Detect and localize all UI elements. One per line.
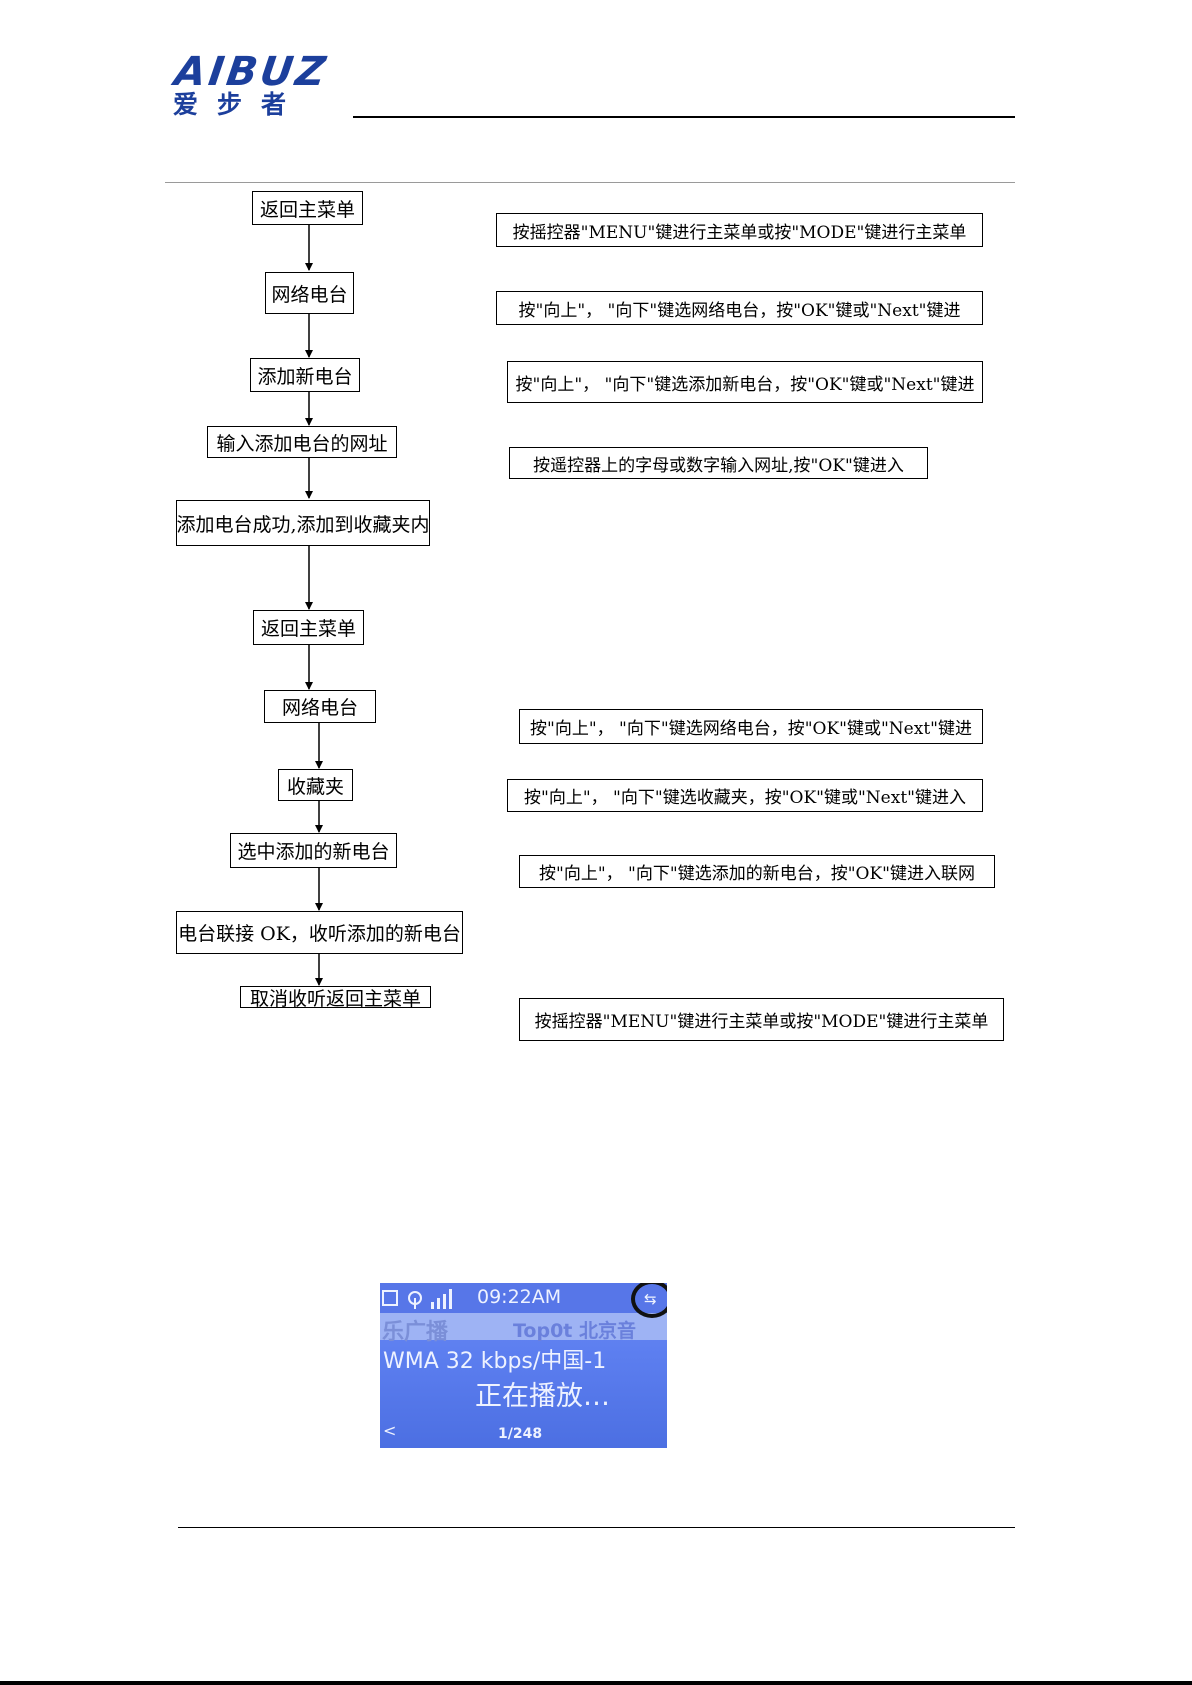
- footer-rule: [178, 1527, 1015, 1528]
- flow-step-add-success: 添加电台成功,添加到收藏夹内: [176, 500, 430, 546]
- back-arrow-icon: <: [383, 1421, 397, 1440]
- lcd-clock: 09:22AM: [477, 1286, 562, 1308]
- highlight-circle: [631, 1283, 667, 1318]
- lcd-status-bar: [380, 1283, 667, 1313]
- lcd-channel-bar: [380, 1313, 667, 1340]
- flow-step-internet-radio: 网络电台: [265, 272, 354, 314]
- instruction-select-internet-radio: 按"向上"， "向下"键选网络电台，按"OK"键或"Next"键进: [519, 709, 983, 744]
- lcd-channel-left: 乐广播: [382, 1320, 449, 1345]
- flow-step-internet-radio: 网络电台: [264, 690, 376, 723]
- network-icon: ⇆: [644, 1290, 657, 1308]
- header-rule: [353, 116, 1015, 118]
- signal-strength-icon: [382, 1289, 452, 1309]
- brand-logo-chinese: 爱步者: [173, 90, 306, 119]
- lcd-play-status: 正在播放…: [475, 1381, 610, 1412]
- flow-arrows: [305, 225, 323, 986]
- instruction-menu-key: 按摇控器"MENU"键进行主菜单或按"MODE"键进行主菜单: [496, 213, 983, 247]
- lcd-channel-right: Top0t 北京音: [513, 1320, 637, 1342]
- flow-step-favorites: 收藏夹: [278, 769, 353, 801]
- lcd-stream-format: WMA 32 kbps/中国-1: [383, 1349, 607, 1374]
- instruction-select-internet-radio: 按"向上"， "向下"键选网络电台，按"OK"键或"Next"键进: [496, 291, 983, 325]
- flow-step-main-menu: 返回主菜单: [253, 610, 364, 645]
- flow-step-enter-url: 输入添加电台的网址: [207, 426, 397, 458]
- flow-step-cancel-return: 取消收听返回主菜单: [240, 986, 431, 1010]
- flow-step-add-station: 添加新电台: [250, 358, 360, 392]
- flow-step-connected: 电台联接 OK，收听添加的新电台: [176, 911, 463, 954]
- flow-step-select-station: 选中添加的新电台: [230, 833, 397, 868]
- instruction-select-favorites: 按"向上"， "向下"键选收藏夹，按"OK"键或"Next"键进入: [507, 779, 983, 812]
- instruction-select-add-station: 按"向上"， "向下"键选添加新电台，按"OK"键或"Next"键进: [507, 361, 983, 403]
- page-bottom-edge: [0, 1681, 1192, 1685]
- instruction-select-new-station: 按"向上"， "向下"键选添加的新电台，按"OK"键进入联网: [519, 855, 995, 888]
- instruction-enter-url: 按遥控器上的字母或数字输入网址,按"OK"键进入: [509, 447, 928, 479]
- lcd-station-index: 1/248: [498, 1426, 543, 1442]
- flow-step-main-menu: 返回主菜单: [252, 191, 363, 225]
- instruction-menu-key: 按摇控器"MENU"键进行主菜单或按"MODE"键进行主菜单: [519, 998, 1004, 1041]
- top-divider: [165, 182, 1015, 183]
- device-lcd-screen: 09:22AM ⇆ 乐广播 Top0t 北京音 WMA 32 kbps/中国-1…: [380, 1283, 667, 1448]
